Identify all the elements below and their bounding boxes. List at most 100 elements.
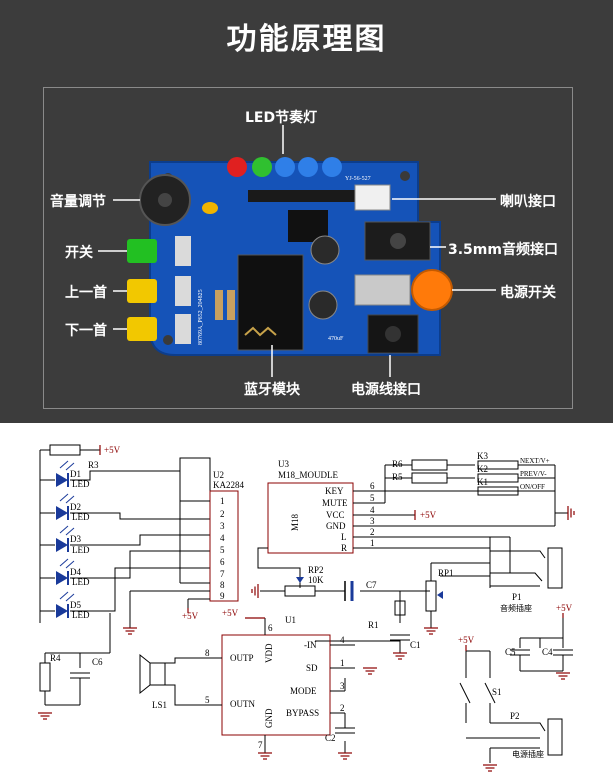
cap-yellow bbox=[202, 202, 218, 214]
button-base bbox=[175, 276, 191, 306]
page-title: 功能原理图 bbox=[226, 22, 387, 57]
callout-power-jack: 电源线接口 bbox=[351, 382, 421, 398]
pcb-illustration: YJ-56-527 470uF 80769A_P652_204825 bbox=[98, 125, 496, 377]
c7-label: C7 bbox=[366, 580, 377, 590]
k2-label: K2 bbox=[477, 464, 488, 474]
u3-pin-num: 1 bbox=[370, 538, 375, 548]
u1-pin-name: -IN bbox=[304, 640, 317, 650]
u3-pin-num: 3 bbox=[370, 516, 375, 526]
u2-part: KA2284 bbox=[213, 480, 244, 490]
vcc-label: +5V bbox=[104, 445, 121, 455]
led-word: LED bbox=[72, 512, 90, 522]
p1-desc: 音频插座 bbox=[500, 603, 532, 613]
u3-body: M18 bbox=[290, 513, 300, 531]
u2-pin: 4 bbox=[220, 533, 225, 543]
vcc-markers bbox=[99, 445, 564, 651]
button-base bbox=[175, 314, 191, 344]
header-bar bbox=[248, 190, 356, 202]
p2-desc: 电源插座 bbox=[512, 749, 544, 759]
led-diodes bbox=[55, 472, 69, 619]
rp1-wiper bbox=[437, 591, 443, 599]
audio-jack-hole bbox=[390, 233, 406, 249]
c4-label: C4 bbox=[542, 647, 553, 657]
u1-vdd: VDD bbox=[264, 643, 274, 663]
r1-label: R1 bbox=[368, 620, 379, 630]
dc-jack-hole bbox=[385, 326, 401, 342]
d5-label: D5 bbox=[70, 600, 81, 610]
u3-pin-name: L bbox=[341, 532, 347, 542]
u3-pin-name: GND bbox=[326, 521, 346, 531]
pcb-side-code: 80769A_P652_204825 bbox=[198, 289, 204, 345]
led-word: LED bbox=[72, 479, 90, 489]
u1-pin-num: 2 bbox=[340, 703, 345, 713]
callout-volume: 音量调节 bbox=[50, 194, 106, 210]
u2-vcc-label: +5V bbox=[182, 611, 199, 621]
r6-label: R6 bbox=[392, 459, 403, 469]
u1-pin-num: 3 bbox=[340, 681, 345, 691]
u3-part: M18_MOUDLE bbox=[278, 470, 339, 480]
c1-label: C1 bbox=[410, 640, 421, 650]
u1-ref: U1 bbox=[285, 615, 296, 625]
bt-antenna bbox=[244, 326, 277, 337]
u1-pin-name: OUTP bbox=[230, 653, 254, 663]
electrolytic-cap bbox=[310, 235, 340, 265]
resistor bbox=[215, 290, 223, 320]
ls1-label: LS1 bbox=[152, 700, 167, 710]
k2-func: PREV/V- bbox=[520, 470, 547, 478]
led-green bbox=[252, 157, 272, 177]
k1-label: K1 bbox=[477, 477, 488, 487]
k3-func: NEXT/V+ bbox=[520, 457, 550, 465]
callout-prev: 上一首 bbox=[65, 285, 107, 301]
u3-vcc-label: +5V bbox=[420, 510, 437, 520]
u3-pin-num: 6 bbox=[370, 481, 375, 491]
u2-pin: 9 bbox=[220, 591, 225, 601]
led-red bbox=[227, 157, 247, 177]
callout-next: 下一首 bbox=[65, 323, 107, 339]
k3-label: K3 bbox=[477, 451, 488, 461]
rp2-wiper bbox=[296, 577, 304, 583]
u1-vcc-label: +5V bbox=[222, 608, 239, 618]
u1-pin-num: 4 bbox=[340, 635, 345, 645]
u2-pin: 1 bbox=[220, 496, 225, 506]
p1-label: P1 bbox=[512, 592, 522, 602]
r5-label: R5 bbox=[392, 472, 403, 482]
next-button bbox=[127, 317, 157, 341]
d3-label: D3 bbox=[70, 534, 81, 544]
c5-label: C5 bbox=[505, 647, 516, 657]
u3-pin-num: 4 bbox=[370, 505, 375, 515]
u3-ref: U3 bbox=[278, 459, 289, 469]
callout-bluetooth: 蓝牙模块 bbox=[244, 382, 300, 398]
u2-pin: 2 bbox=[220, 509, 225, 519]
u2-pin: 5 bbox=[220, 545, 225, 555]
u3-pin-name: MUTE bbox=[322, 498, 348, 508]
led-light-arrows bbox=[59, 460, 75, 602]
photo-frame bbox=[43, 87, 573, 409]
bluetooth-module bbox=[237, 254, 304, 351]
u1-pin-name: OUTN bbox=[230, 699, 255, 709]
u3-pin-name: VCC bbox=[326, 510, 345, 520]
d4-label: D4 bbox=[70, 567, 81, 577]
callout-audio-jack: 3.5mm音频接口 bbox=[448, 242, 558, 258]
u3-pin-num: 5 bbox=[370, 493, 375, 503]
u2-ref: U2 bbox=[213, 470, 224, 480]
led-word: LED bbox=[72, 610, 90, 620]
c6-label: C6 bbox=[92, 657, 103, 667]
mount-hole bbox=[400, 171, 410, 181]
led-word: LED bbox=[72, 545, 90, 555]
power-toggle-button bbox=[127, 239, 157, 263]
ground-symbols bbox=[37, 505, 575, 772]
callout-speaker-port: 喇叭接口 bbox=[500, 194, 556, 210]
callout-led: LED节奏灯 bbox=[245, 110, 318, 126]
led-word: LED bbox=[72, 577, 90, 587]
u1-vdd-pin: 6 bbox=[268, 623, 273, 633]
pcb-cap-label: 470uF bbox=[328, 336, 344, 342]
u2-pin: 3 bbox=[220, 521, 225, 531]
schematic: R3 +5V D1 LED D2 LED D3 LED D4 LED D5 LE… bbox=[37, 444, 575, 772]
resistor bbox=[227, 290, 235, 320]
r3-label: R3 bbox=[88, 460, 99, 470]
led-blue bbox=[298, 157, 318, 177]
mount-hole bbox=[163, 335, 173, 345]
u1-gnd-pin: 7 bbox=[258, 740, 263, 750]
d2-label: D2 bbox=[70, 502, 81, 512]
u2-pin: 6 bbox=[220, 557, 225, 567]
